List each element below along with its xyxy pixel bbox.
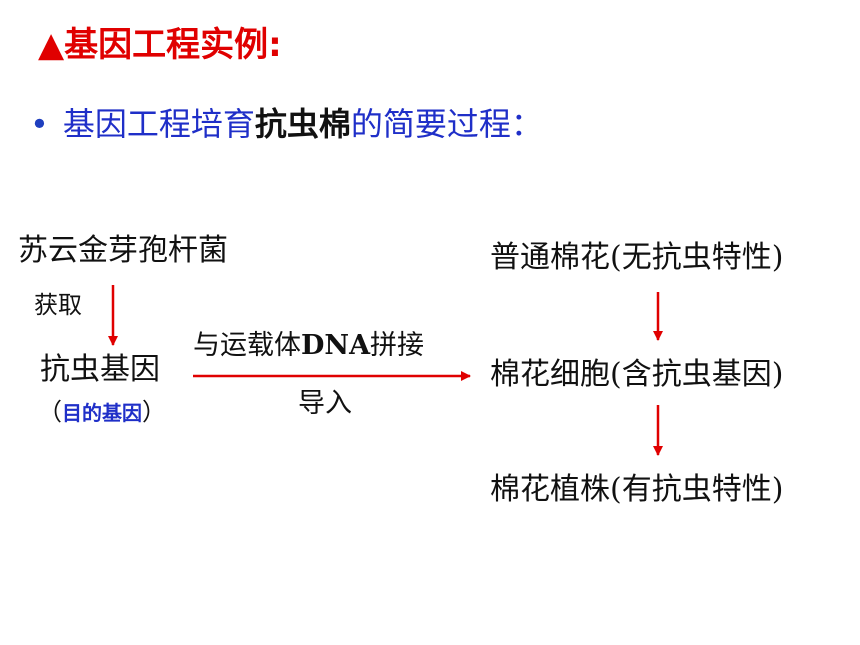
subtitle-emphasis: 抗虫棉 bbox=[254, 105, 351, 143]
label-import: 导入 bbox=[298, 388, 352, 419]
bullet-icon: • bbox=[30, 105, 49, 143]
label-obtain: 获取 bbox=[34, 291, 82, 319]
node-gene-note: （目的基因） bbox=[38, 400, 166, 424]
slide-title-text: 基因工程实例: bbox=[64, 25, 282, 65]
gene-note-close: ） bbox=[142, 398, 166, 426]
label-splice-b: 拼接 bbox=[370, 330, 425, 361]
subtitle-line: • 基因工程培育抗虫棉的简要过程： bbox=[30, 108, 543, 140]
node-source-bacterium: 苏云金芽孢杆菌 bbox=[18, 233, 228, 268]
subtitle-part-3: 的简要过程： bbox=[350, 105, 543, 143]
label-splice: 与运载体DNA拼接 bbox=[193, 332, 424, 359]
subtitle-part-1: 基因工程培育 bbox=[62, 105, 255, 143]
node-cotton-cell: 棉花细胞(含抗虫基因) bbox=[490, 357, 784, 392]
gene-note-text: 目的基因 bbox=[62, 401, 142, 425]
node-normal-cotton: 普通棉花(无抗虫特性) bbox=[490, 240, 784, 275]
node-gene: 抗虫基因 bbox=[40, 352, 160, 387]
label-splice-a: 与运载体 bbox=[193, 330, 301, 361]
node-cotton-plant: 棉花植株(有抗虫特性) bbox=[490, 472, 784, 507]
gene-note-open: （ bbox=[38, 398, 62, 426]
slide-title: ▲基因工程实例: bbox=[38, 28, 282, 62]
label-splice-dna: DNA bbox=[301, 330, 371, 361]
triangle-marker-icon: ▲ bbox=[38, 25, 65, 65]
